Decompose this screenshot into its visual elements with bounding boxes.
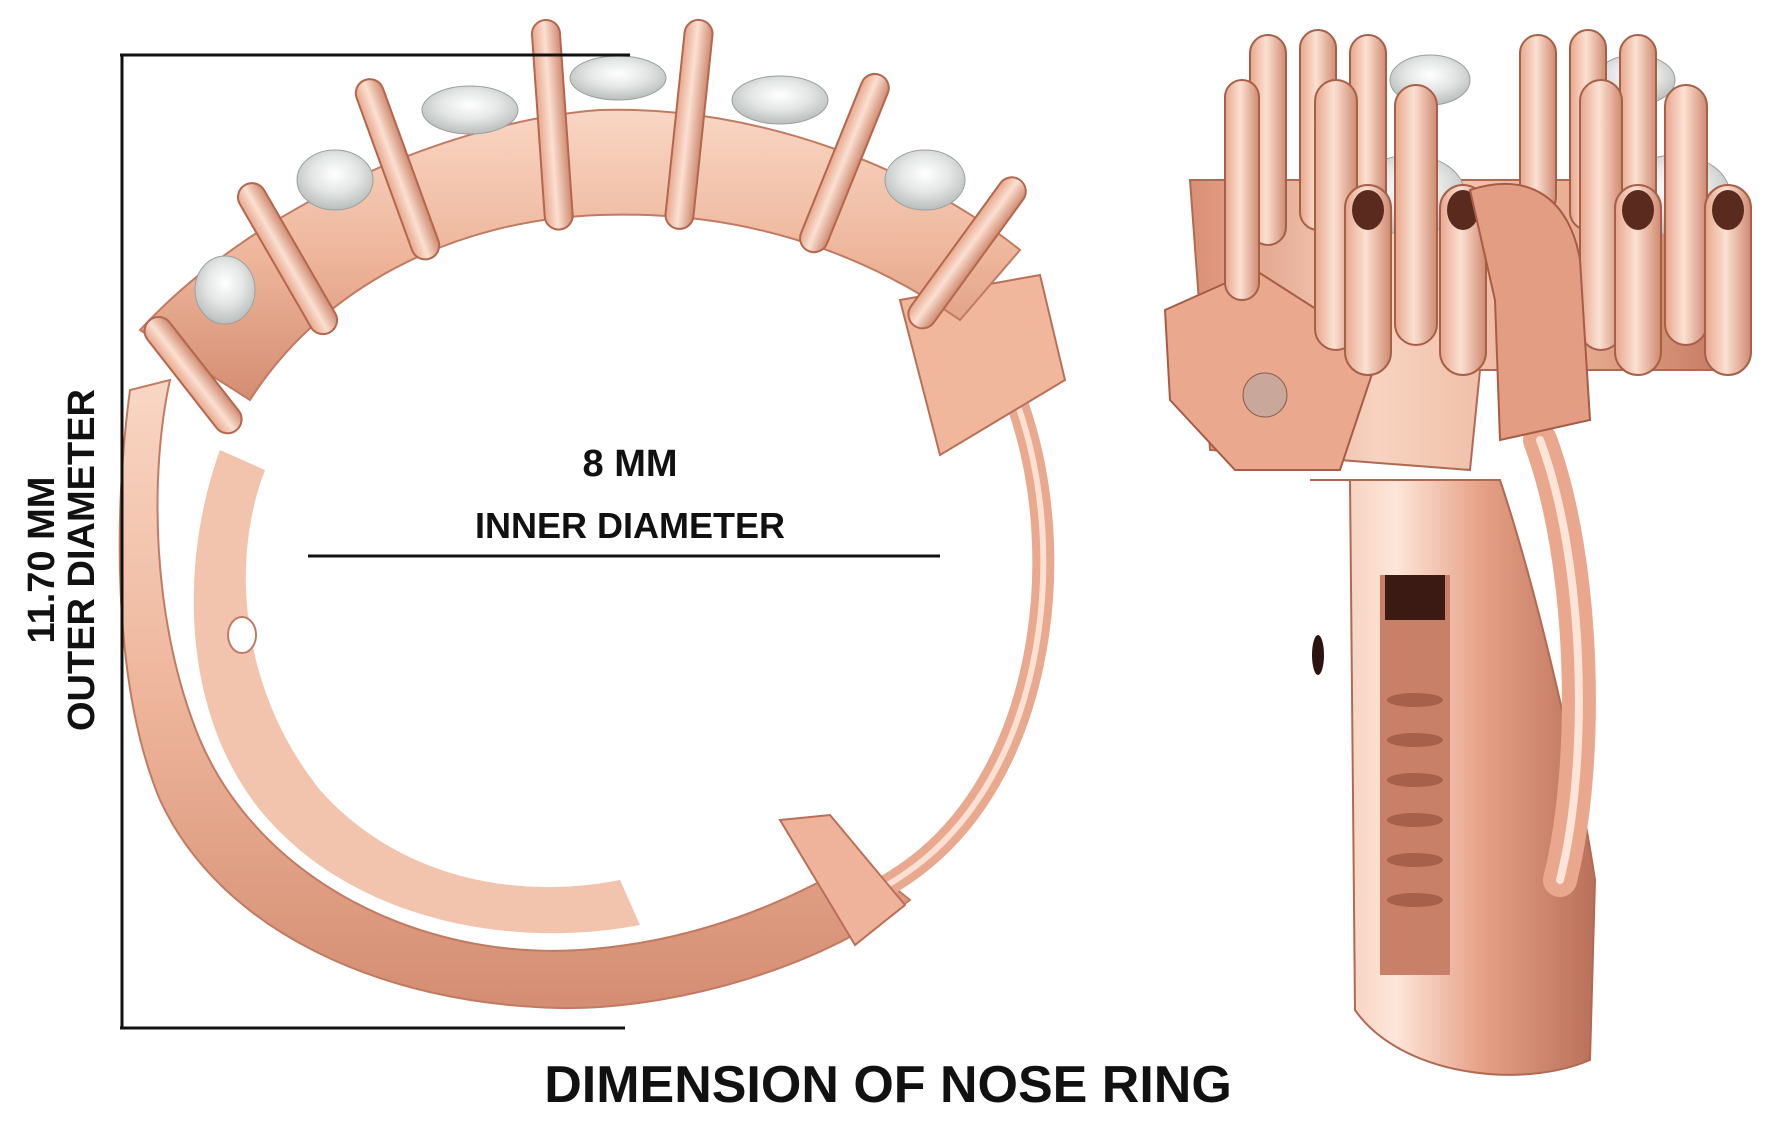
prong	[1344, 184, 1392, 376]
outer-diameter-text: 11.70 MM OUTER DIAMETER	[21, 380, 103, 740]
nose-ring-front-view	[118, 18, 1067, 1010]
prong	[1224, 79, 1260, 301]
nose-ring-side-view	[1163, 29, 1752, 1076]
prong	[354, 78, 441, 261]
front-latch-block	[898, 273, 1067, 457]
stone	[569, 55, 667, 101]
texture-dot	[1387, 893, 1443, 907]
prong	[1394, 84, 1438, 346]
prong	[1439, 184, 1487, 376]
stone	[194, 255, 256, 325]
inner-diameter-label: INNER DIAMETER	[474, 505, 785, 546]
prong	[1664, 84, 1708, 346]
texture-dot	[1387, 733, 1443, 747]
texture-dot	[1387, 853, 1443, 867]
inner-diameter-value: 8 MM	[582, 443, 678, 485]
diagram-caption: DIMENSION OF NOSE RING	[544, 1056, 1232, 1114]
prong	[799, 72, 890, 254]
prong-tip	[1712, 190, 1744, 230]
prong	[237, 182, 338, 336]
texture-dot	[1387, 693, 1443, 707]
side-cavity-top	[1385, 575, 1445, 620]
prong	[907, 176, 1027, 330]
stone	[731, 75, 829, 125]
side-prongs	[1224, 29, 1752, 376]
side-prong-tips	[1352, 190, 1744, 230]
side-gallery-stone	[1242, 372, 1288, 418]
front-prongs	[143, 18, 1027, 435]
prong-tip	[1622, 190, 1654, 230]
prong	[1614, 184, 1662, 376]
dimension-lines	[120, 53, 940, 1030]
prong	[1704, 184, 1752, 376]
front-inner-hole	[255, 285, 855, 885]
front-hinge-block	[778, 813, 907, 947]
front-pin-hole	[227, 616, 257, 654]
prong-tip	[1447, 190, 1479, 230]
stone	[421, 85, 519, 135]
outer-diameter-value: 11.70 MM	[21, 476, 63, 644]
outer-diameter-label: OUTER DIAMETER	[61, 389, 103, 731]
stone	[884, 149, 966, 211]
texture-dot	[1387, 813, 1443, 827]
stone	[296, 149, 374, 211]
side-shank	[1310, 479, 1597, 1076]
prong	[530, 18, 574, 231]
texture-dot	[1387, 773, 1443, 787]
prong	[143, 316, 243, 435]
side-pin-hole	[1312, 635, 1324, 675]
front-band-inner-face	[193, 450, 640, 934]
side-center-bridge	[1468, 182, 1592, 442]
side-cavity-texture	[1387, 693, 1443, 907]
front-stones	[194, 55, 966, 325]
outer-diameter-annotation: 11.70 MM OUTER DIAMETER	[21, 380, 103, 740]
prong	[664, 18, 714, 230]
side-ring-wire-highlight	[1536, 436, 1583, 884]
prong-tip	[1352, 190, 1384, 230]
